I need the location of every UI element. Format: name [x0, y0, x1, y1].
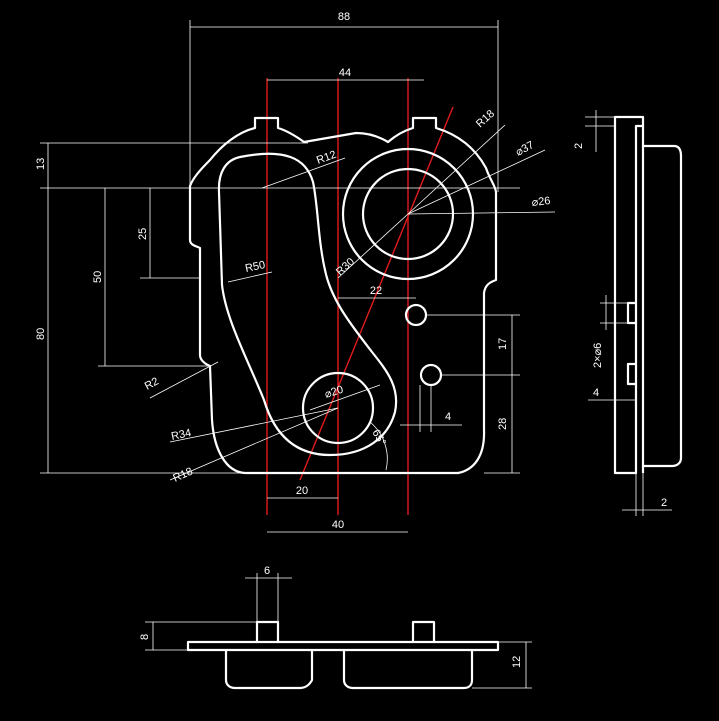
- side-pin-upper: [626, 301, 636, 325]
- dim-88: 88: [338, 11, 350, 23]
- dim-44: 44: [339, 67, 351, 79]
- side-view: 2 2×⌀6 4 2: [573, 110, 683, 516]
- hole-26-circle: [361, 167, 455, 261]
- hole-20-circle: [301, 371, 375, 445]
- dim-4: 4: [445, 411, 451, 423]
- bottom-pin-right: [411, 620, 436, 642]
- dim-diameter-20: ⌀20: [323, 384, 345, 401]
- small-hole-lower: [419, 363, 443, 387]
- dim-25: 25: [137, 228, 149, 240]
- side-dim-2-top: 2: [573, 143, 585, 149]
- side-dim-2-bottom: 2: [661, 497, 667, 509]
- side-plate: [613, 115, 645, 475]
- bottom-dim-12: 12: [511, 656, 523, 668]
- dim-40: 40: [332, 519, 344, 531]
- dim-20: 20: [296, 485, 308, 497]
- dim-r34: R34: [170, 427, 192, 443]
- dim-r2: R2: [143, 375, 161, 392]
- bottom-dim-8: 8: [139, 634, 151, 640]
- dim-diameter-26: ⌀26: [531, 195, 551, 209]
- outer-contour: [188, 116, 498, 475]
- side-dim-holes: 2×⌀6: [592, 343, 604, 368]
- bottom-pin-left: [255, 620, 280, 642]
- bottom-view: 6 8 12: [139, 565, 532, 690]
- dim-22: 22: [370, 285, 382, 297]
- bottom-dim-6: 6: [264, 565, 270, 577]
- dim-28: 28: [497, 418, 509, 430]
- dim-80: 80: [35, 328, 47, 340]
- dim-50: 50: [92, 271, 104, 283]
- bottom-plate: [186, 640, 500, 652]
- side-dim-4: 4: [593, 387, 599, 399]
- dim-17: 17: [497, 338, 509, 350]
- bottom-boss-right: [342, 650, 474, 690]
- front-dimensions: 88 44 R18 ⌀37 R12 ⌀26 13 80 25 50 R50: [35, 11, 556, 533]
- dim-r18-bottom: R18: [171, 466, 194, 485]
- slot-cutout: [217, 152, 398, 457]
- small-hole-upper: [404, 303, 428, 327]
- side-boss: [643, 144, 683, 468]
- centerline-diagonal: [299, 106, 454, 481]
- dim-r18-top: R18: [474, 108, 497, 130]
- dim-r50: R50: [244, 259, 266, 275]
- dim-13: 13: [35, 158, 47, 170]
- side-pin-lower: [626, 362, 636, 386]
- dim-r12: R12: [315, 149, 338, 167]
- boss-outer-circle: [341, 147, 475, 281]
- bottom-boss-left: [224, 650, 314, 690]
